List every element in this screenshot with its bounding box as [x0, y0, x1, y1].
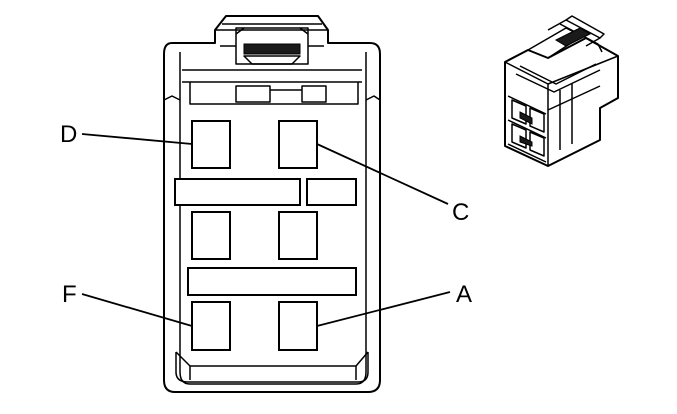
- rib-upper-right: [306, 178, 357, 206]
- leader-line-a: [316, 291, 451, 327]
- top-shoulder: [182, 69, 362, 105]
- locking-latch: [215, 23, 328, 65]
- connector-isometric-view: [504, 15, 619, 167]
- cavity-middle-left: [191, 211, 231, 260]
- label-c: C: [452, 199, 469, 226]
- bottom-pocket: [175, 351, 369, 383]
- connector-housing-outline: [163, 15, 381, 393]
- leader-line-d: [81, 133, 193, 145]
- cavity-f: [191, 301, 231, 351]
- leader-line-c: [316, 143, 449, 205]
- connector-face-view: [163, 15, 381, 393]
- cavity-d: [191, 120, 231, 169]
- label-d: D: [60, 121, 77, 148]
- right-side-notch: [365, 95, 381, 101]
- cavity-a: [278, 301, 318, 351]
- label-f: F: [62, 281, 77, 308]
- cavity-middle-right: [278, 211, 318, 260]
- rib-upper-left: [174, 178, 301, 206]
- connector-inner-wall: [179, 52, 367, 385]
- rib-lower: [187, 267, 357, 296]
- leader-line-f: [81, 293, 193, 327]
- left-side-notch: [163, 95, 181, 101]
- cavity-c: [278, 120, 318, 169]
- label-a: A: [456, 281, 472, 308]
